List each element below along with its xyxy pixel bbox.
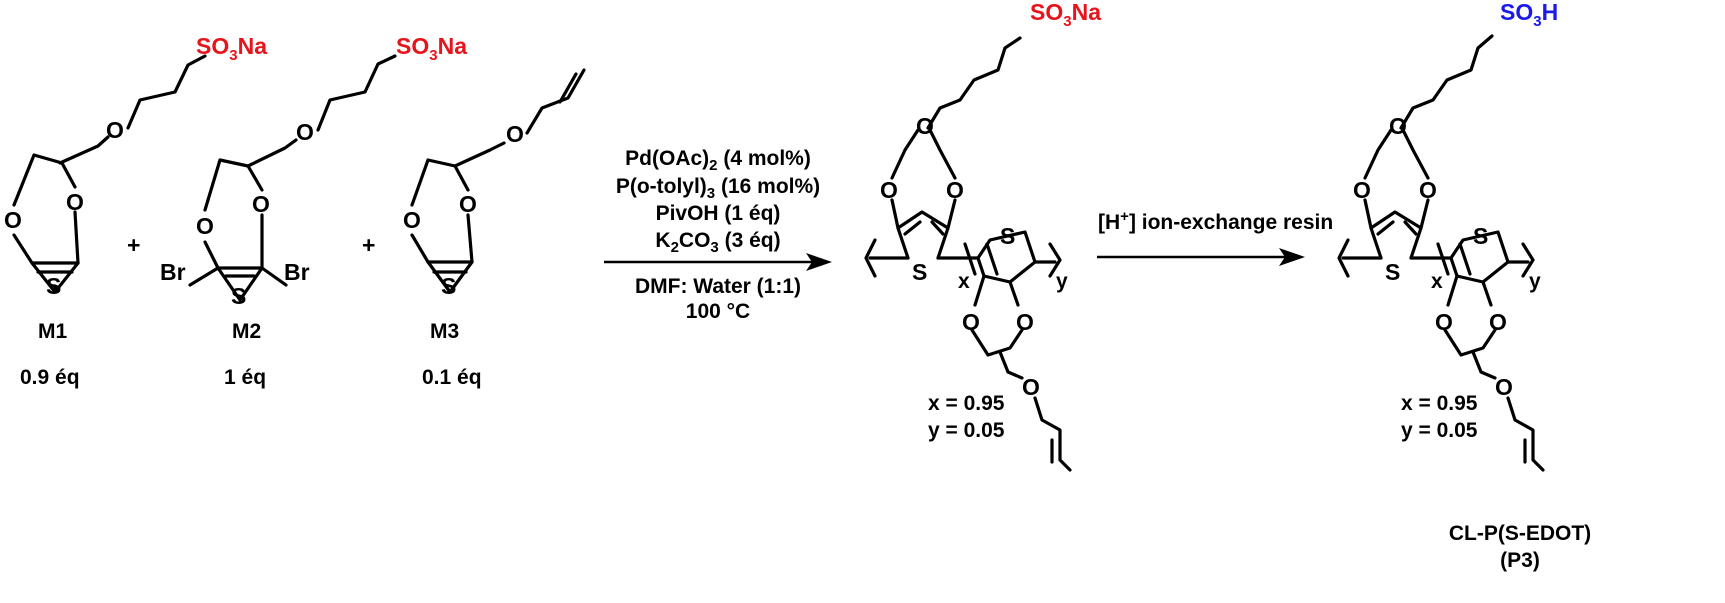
bromine-atom-m2-left: Br [160, 259, 186, 285]
oxygen-atom-p1-top-left: O [880, 177, 898, 203]
sulfur-atom-m1: S [46, 273, 61, 299]
polymer-final: O O O S S O O O x y SO3H x = 0.95 y = 0.… [1337, 0, 1591, 572]
monomer-m1-amount: 0.9 éq [20, 366, 80, 389]
sulfur-atom-m2: S [231, 283, 246, 309]
plus-sign-2: + [362, 232, 375, 258]
oxygen-atom-m1-chain: O [106, 117, 124, 143]
exchange-arrowhead [1279, 248, 1305, 266]
sulfonate-group-m2: SO3Na [396, 33, 467, 64]
oxygen-atom-p1-top-right: O [946, 177, 964, 203]
subscript-x-p1: x [958, 270, 970, 293]
sulfur-atom-p1-b: S [1000, 223, 1015, 249]
monomer-m2-name: M2 [232, 320, 261, 343]
oxygen-atom-p3-allyl: O [1495, 374, 1513, 400]
plus-sign-1: + [127, 232, 140, 258]
condition-acid: PivOH (1 éq) [656, 202, 781, 225]
monomer-m2-amount: 1 éq [224, 366, 266, 389]
sulfur-atom-p3-b: S [1473, 223, 1488, 249]
oxygen-atom-p3-chain: O [1389, 113, 1407, 139]
oxygen-atom-m1-left: O [4, 207, 22, 233]
monomer-m1: O O O S SO3Na M1 0.9 éq [4, 33, 267, 389]
condition-temperature: 100 °C [686, 300, 750, 323]
subscript-y-p3: y [1529, 270, 1541, 293]
oxygen-atom-p1-bottom-left: O [962, 309, 980, 335]
condition-base: K2CO3 (3 éq) [655, 229, 780, 256]
monomer-m2: O O O S Br Br SO3Na M2 1 éq [160, 33, 467, 389]
product-code: (P3) [1500, 549, 1540, 572]
oxygen-atom-p3-top-left: O [1353, 177, 1371, 203]
composition-y-p3: y = 0.05 [1401, 419, 1478, 442]
subscript-y-p1: y [1056, 270, 1068, 293]
sulfur-atom-p1-a: S [912, 259, 927, 285]
oxygen-atom-p1-allyl: O [1022, 374, 1040, 400]
product-name: CL-P(S-EDOT) [1449, 522, 1591, 545]
composition-x-p1: x = 0.95 [928, 392, 1005, 415]
oxygen-atom-p3-top-right: O [1419, 177, 1437, 203]
oxygen-atom-p3-bottom-right: O [1489, 309, 1507, 335]
oxygen-atom-p1-chain: O [916, 113, 934, 139]
condition-catalyst: Pd(OAc)2 (4 mol%) [625, 147, 811, 174]
monomer-m3-name: M3 [430, 320, 459, 343]
condition-ligand: P(o-tolyl)3 (16 mol%) [616, 175, 820, 202]
condition-solvent: DMF: Water (1:1) [635, 275, 801, 298]
oxygen-atom-m3-chain: O [506, 121, 524, 147]
oxygen-atom-m2-chain: O [296, 119, 314, 145]
reaction-arrowhead [806, 253, 832, 271]
sulfonate-group-m1: SO3Na [196, 33, 267, 64]
oxygen-atom-m2-left: O [196, 213, 214, 239]
subscript-x-p3: x [1431, 270, 1443, 293]
ion-exchange-label: [H+] ion-exchange resin [1098, 208, 1333, 234]
polymer-intermediate: O O O S S O O O x y SO3Na x = 0.95 y = 0… [864, 0, 1101, 472]
sulfonate-group-p1: SO3Na [1030, 0, 1101, 30]
composition-x-p3: x = 0.95 [1401, 392, 1478, 415]
sulfur-atom-m3: S [441, 273, 456, 299]
oxygen-atom-m3-left: O [403, 207, 421, 233]
bromine-atom-m2-right: Br [284, 259, 310, 285]
oxygen-atom-m2-right: O [252, 191, 270, 217]
sulfonic-acid-group-p3: SO3H [1500, 0, 1558, 30]
reaction-conditions: Pd(OAc)2 (4 mol%) P(o-tolyl)3 (16 mol%) … [604, 147, 832, 323]
oxygen-atom-m1-right: O [66, 189, 84, 215]
oxygen-atom-p1-bottom-right: O [1016, 309, 1034, 335]
ion-exchange-step: [H+] ion-exchange resin [1097, 208, 1333, 266]
monomer-m3-amount: 0.1 éq [422, 366, 482, 389]
monomer-m1-name: M1 [38, 320, 67, 343]
oxygen-atom-m3-right: O [459, 191, 477, 217]
composition-y-p1: y = 0.05 [928, 419, 1005, 442]
monomer-m3: O O O S M3 0.1 éq [403, 68, 586, 389]
oxygen-atom-p3-bottom-left: O [1435, 309, 1453, 335]
sulfur-atom-p3-a: S [1385, 259, 1400, 285]
